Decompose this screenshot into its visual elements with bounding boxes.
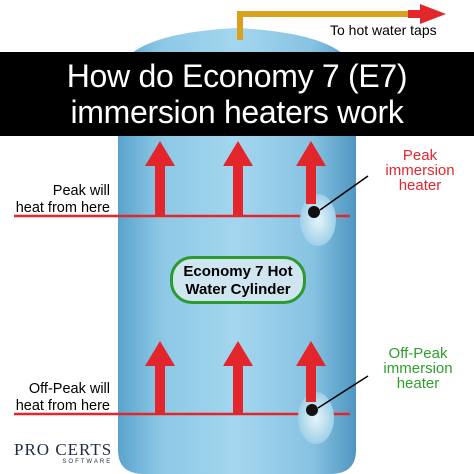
offpeak-heat-label: Off-Peak will heat from here xyxy=(0,381,110,415)
hot-water-taps-label: To hot water taps xyxy=(330,22,437,38)
peak-heater-boss xyxy=(300,194,336,246)
cylinder-badge-line-2: Water Cylinder xyxy=(185,281,291,298)
title-line-1: How do Economy 7 (E7) xyxy=(66,58,408,94)
offpeak-arrow-2 xyxy=(223,341,253,414)
peak-heat-label-line-1: Peak will xyxy=(52,183,110,199)
offpeak-arrow-3 xyxy=(296,341,326,402)
cylinder-badge-line-1: Economy 7 Hot xyxy=(183,263,293,280)
offpeak-arrow-1 xyxy=(145,341,175,414)
peak-heater-port xyxy=(308,206,320,218)
cylinder-badge: Economy 7 Hot Water Cylinder xyxy=(170,256,306,304)
offpeak-arrows xyxy=(145,341,326,414)
peak-arrow-2 xyxy=(223,141,253,216)
title-line-2: immersion heaters work xyxy=(70,94,404,130)
hot-water-pipe xyxy=(237,11,424,40)
peak-heater-pointer xyxy=(319,175,369,211)
title-band: How do Economy 7 (E7) immersion heaters … xyxy=(0,52,474,136)
peak-heater-label-line-1: Peak xyxy=(402,147,438,164)
peak-heater-label-line-3: heater xyxy=(398,177,442,194)
offpeak-heater-label-line-3: heater xyxy=(396,375,440,392)
peak-heat-label-line-2: heat from here xyxy=(15,200,110,216)
offpeak-heat-label-line-2: heat from here xyxy=(15,398,110,414)
offpeak-heat-label-line-1: Off-Peak will xyxy=(28,381,110,397)
peak-heat-label: Peak will heat from here xyxy=(0,183,110,217)
peak-arrow-3 xyxy=(296,141,326,204)
offpeak-heater-label: Off-Peak immersion heater xyxy=(368,346,468,391)
pro-certs-logo: PRO CERTS SOFTWARE xyxy=(14,441,112,466)
offpeak-heater-port xyxy=(306,404,318,416)
offpeak-heater-label-line-2: immersion xyxy=(383,360,453,377)
pipe-arrow-head xyxy=(420,4,446,24)
offpeak-heater-pointer xyxy=(317,375,369,409)
peak-arrows xyxy=(145,141,326,216)
peak-heater-label: Peak immersion heater xyxy=(370,148,470,193)
cylinder-body xyxy=(118,28,356,474)
offpeak-heater-boss xyxy=(298,392,334,444)
peak-heater-label-line-2: immersion xyxy=(385,162,455,179)
logo-sub-text: SOFTWARE xyxy=(62,459,113,465)
peak-arrow-1 xyxy=(145,141,175,216)
logo-main-text: PRO CERTS xyxy=(14,440,113,459)
offpeak-heater-label-line-1: Off-Peak xyxy=(388,345,448,362)
